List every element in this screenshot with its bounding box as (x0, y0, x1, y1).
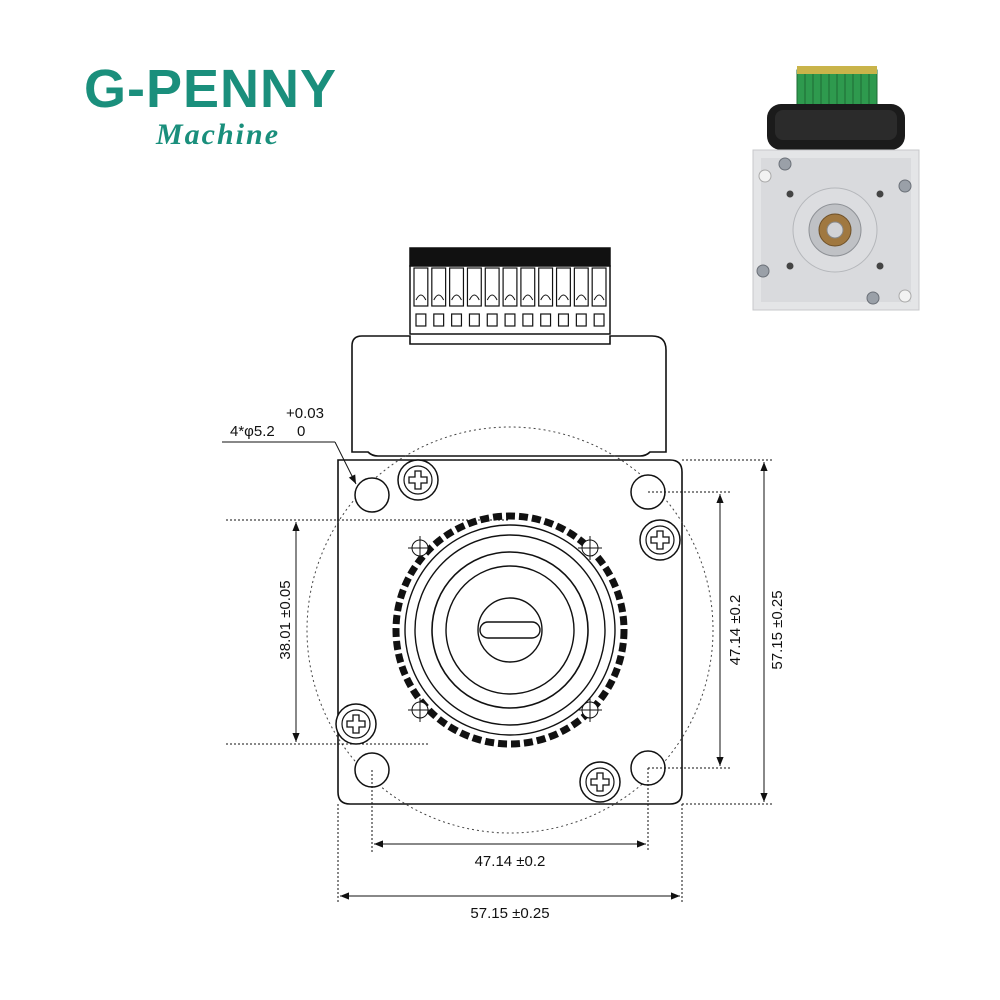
connector-pin (591, 267, 607, 327)
dim-left-vertical-label: 38.01 ±0.05 (277, 580, 294, 659)
hole-callout: 4*φ5.2 +0.03 0 (222, 405, 357, 485)
screw-icon (335, 703, 377, 745)
connector-pin (466, 267, 482, 327)
dim-bottom-outer (337, 804, 683, 904)
connector-pin (484, 267, 500, 327)
connector-pin (555, 267, 571, 327)
screw-icon (579, 761, 621, 803)
dim-left-vertical (226, 519, 508, 745)
drive-housing (351, 335, 667, 457)
dim-right-outer-vertical (682, 459, 772, 805)
flange-screws (335, 459, 681, 803)
dim-right-inner-vertical-label: 47.14 ±0.2 (727, 595, 744, 666)
hole-callout-label: 4*φ5.2 (230, 423, 275, 440)
hole-tol-upper: +0.03 (286, 405, 324, 422)
connector-pin (431, 267, 447, 327)
dim-right-inner-vertical (648, 491, 730, 769)
connector-pin (573, 267, 589, 327)
rotor (392, 512, 628, 748)
connector-pin (413, 267, 429, 327)
connector-pin (520, 267, 536, 327)
bolt-circle (306, 426, 714, 834)
connector-pin (502, 267, 518, 327)
brand-logo: G-PENNY Machine (84, 62, 337, 150)
dim-bottom-inner (371, 768, 649, 852)
dim-right-outer-vertical-label: 57.15 ±0.25 (769, 590, 786, 669)
crosshair-holes (408, 536, 602, 722)
brand-name: G-PENNY (84, 59, 338, 119)
dim-bottom-outer-label: 57.15 ±0.25 (470, 905, 549, 922)
dim-bottom-inner-label: 47.14 ±0.2 (475, 853, 546, 870)
connector-pin (538, 267, 554, 327)
stepper-motor-photo (752, 66, 920, 311)
brand-tagline: Machine (156, 118, 281, 151)
hole-tol-lower: 0 (297, 423, 305, 440)
connector-pin (449, 267, 465, 327)
screw-icon (639, 519, 681, 561)
screw-icon (397, 459, 439, 501)
connector-block (409, 247, 611, 335)
